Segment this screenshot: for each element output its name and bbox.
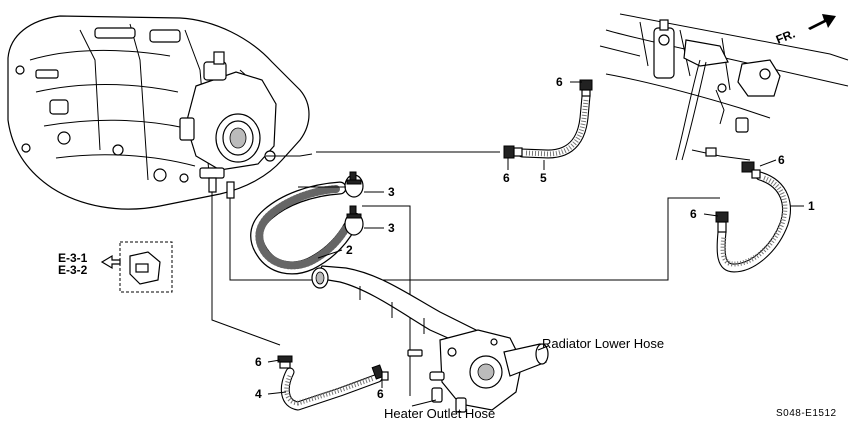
hose-1 [716,171,791,273]
callout-3-upper: 3 [388,185,395,199]
reference-e-3-1: E-3-1 [58,251,88,265]
hose-5 [517,91,591,159]
clamp-6-hose5-left [503,145,523,159]
clamp-6-hose4-right [371,364,389,381]
heater-route-line [362,205,411,396]
callout-6-hose5-top: 6 [556,75,563,89]
thermostat-housing [407,329,549,413]
hose-4 [280,367,383,411]
reference-arrow-icon [100,254,121,270]
clamp-6-hose1-left [715,211,729,233]
callout-5: 5 [540,171,547,185]
clamp-6-hose4-left [277,355,293,369]
front-direction-arrow-icon [808,14,836,30]
engine-block-upper-right [599,13,849,161]
callout-6-hose1-top: 6 [778,153,785,167]
clamp-3-upper [344,171,364,198]
front-direction-label: FR. [774,27,797,47]
hose-2 [250,181,357,275]
callout-1: 1 [808,199,815,213]
callout-6-hose1-left: 6 [690,207,697,221]
callout-4: 4 [255,387,262,401]
throttle-body [179,51,313,183]
water-passage-pipe [311,265,477,347]
callout-2: 2 [346,243,353,257]
clamp-6-hose1-top [741,161,761,179]
callout-6-hose5-left: 6 [503,171,510,185]
callout-6-hose4-left: 6 [255,355,262,369]
callout-3-lower: 3 [388,221,395,235]
radiator-lower-hose-label: Radiator Lower Hose [542,336,664,351]
clamp-3-lower [344,205,364,236]
reference-e-3-2: E-3-2 [58,263,88,277]
throttle-coolant-nipples [208,177,720,346]
clamp-6-hose5-top [579,79,593,97]
front-direction-indicator: FR. [774,14,836,47]
callout-6-hose4-right: 6 [377,387,384,401]
callout-leaders [267,81,804,407]
diagram-code: S048-E1512 [776,408,837,419]
heater-outlet-hose-label: Heater Outlet Hose [384,406,495,421]
reference-detail-box: E-3-1 E-3-2 [58,241,173,293]
